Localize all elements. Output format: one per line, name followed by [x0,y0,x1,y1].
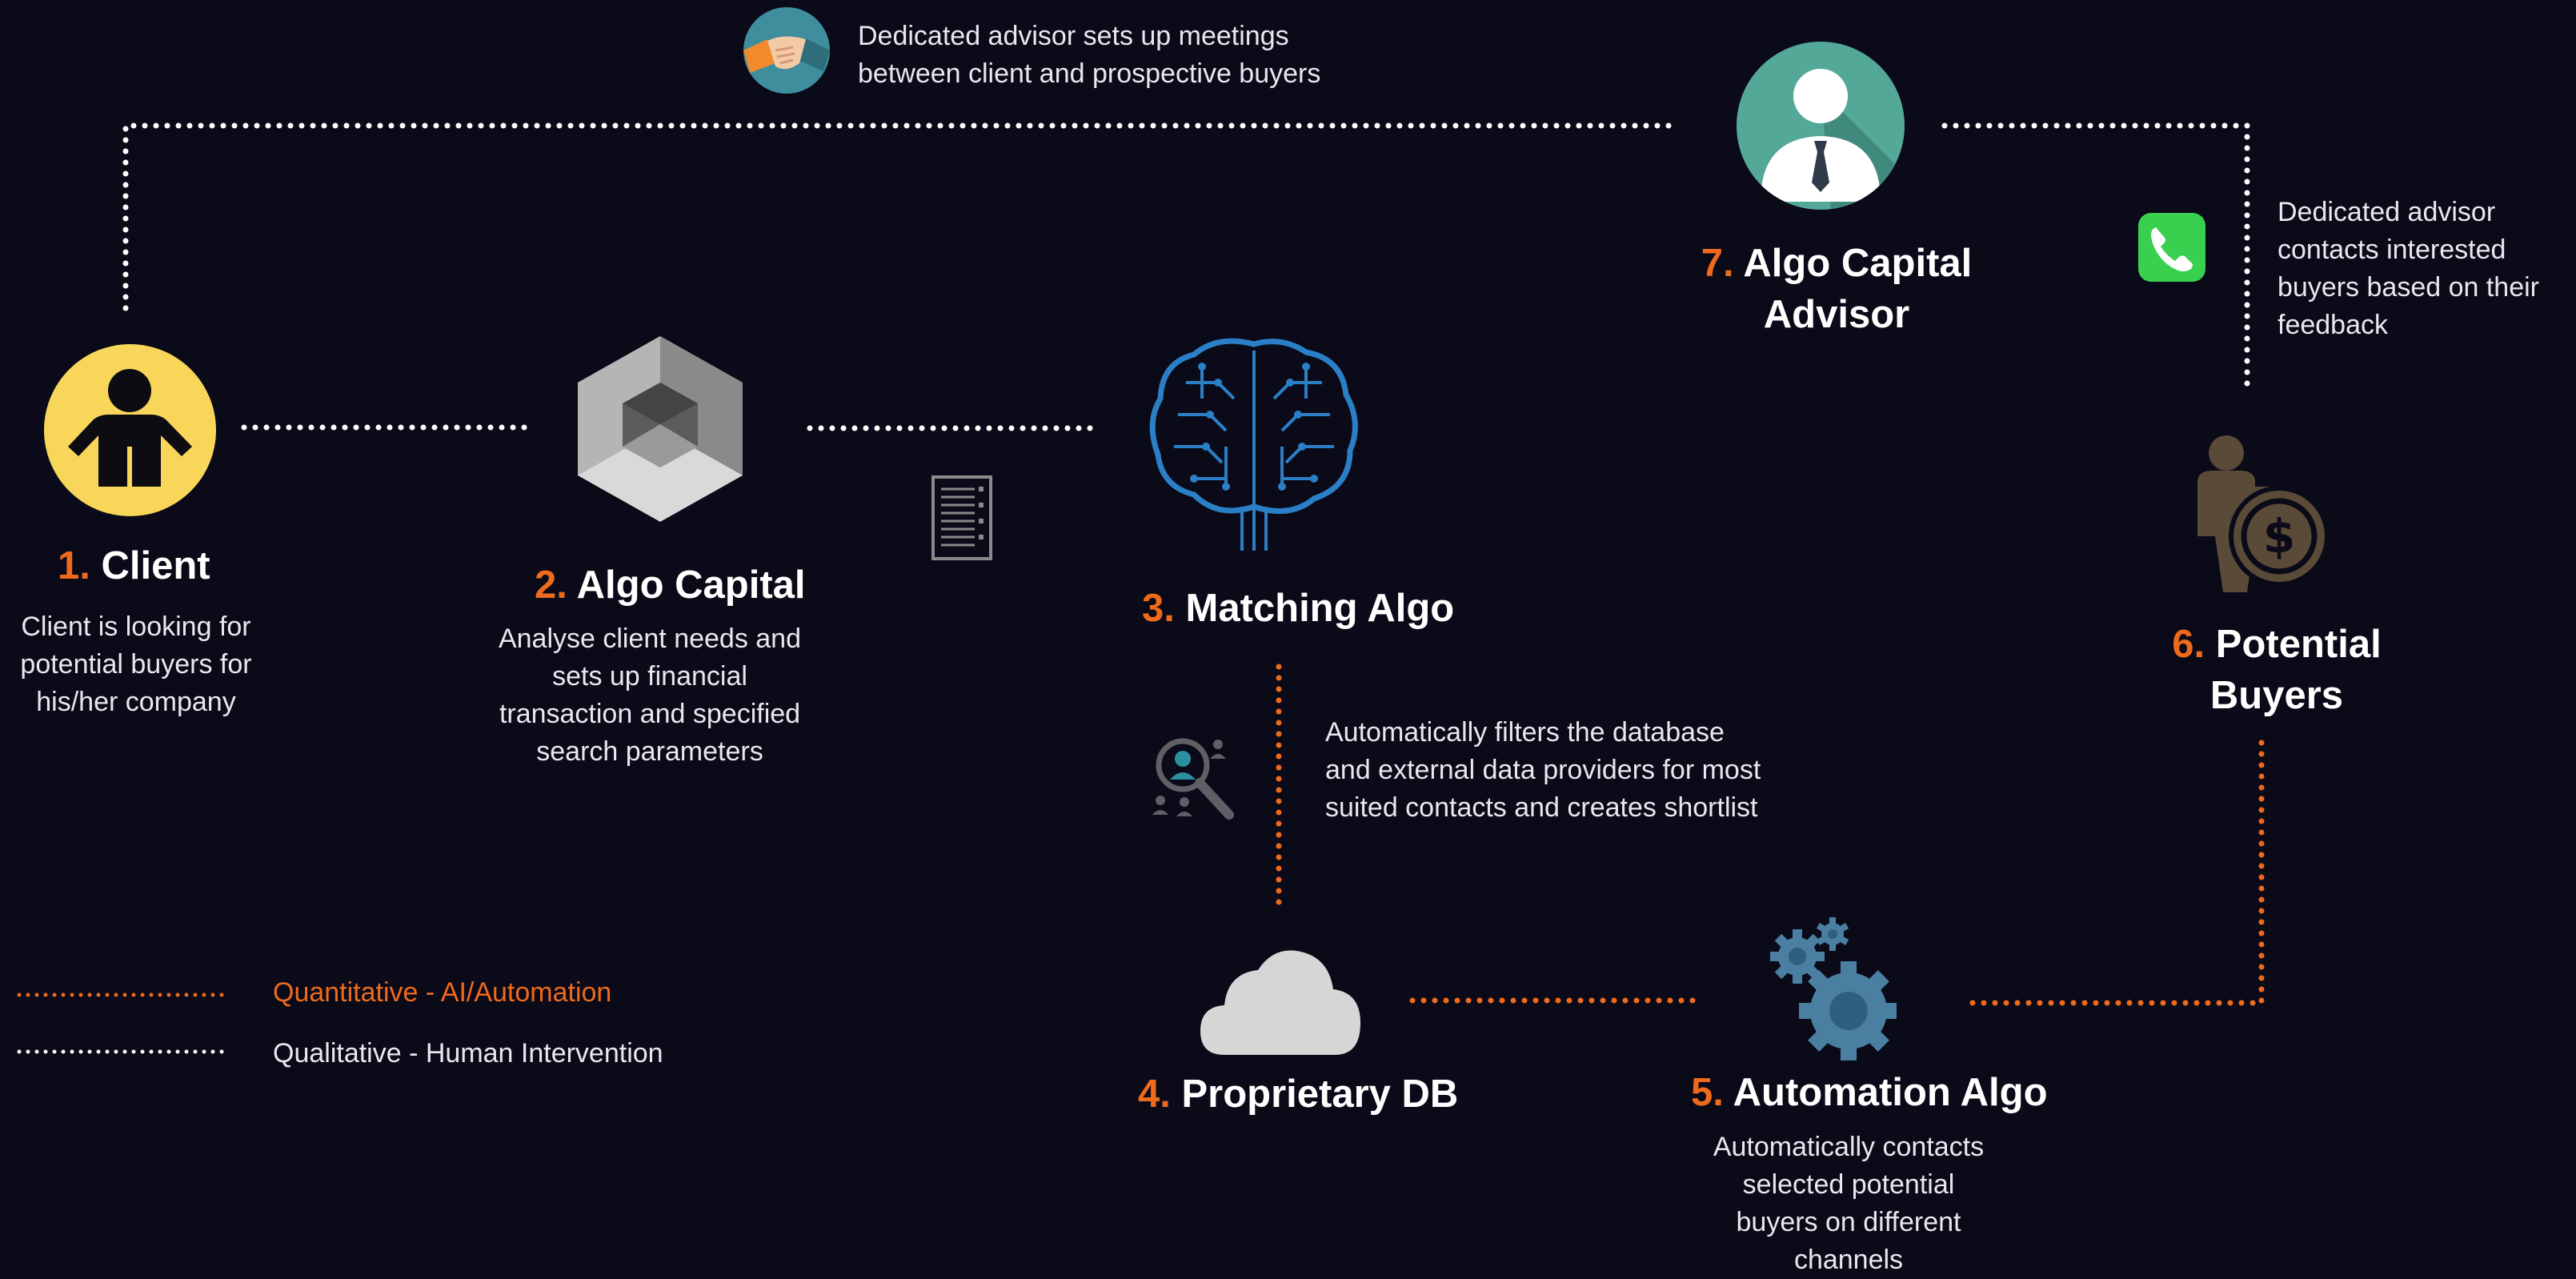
gears-icon [1769,916,1897,1060]
circuit-brain-icon [1146,335,1362,551]
algo-capital-description: Analyse client needs and sets up financi… [498,623,802,767]
handshake-icon [743,7,830,94]
legend-qualitative: Qualitative - Human Intervention [273,1038,663,1069]
potential-buyers-title: 6. Potential Buyers [2172,623,2382,717]
contacts-annotation: Dedicated advisor contacts interested bu… [2278,197,2539,340]
client-description: Client is looking for potential buyers f… [20,611,252,717]
search-people-icon [1149,735,1236,821]
filters-annotation: Automatically filters the database and e… [1325,717,1761,823]
line-automation-buyers [1969,737,2265,1006]
proprietary-db-title: 4. Proprietary DB [1138,1073,1459,1116]
phone-icon [2138,213,2205,282]
svg-text:$: $ [2263,509,2295,563]
hexagon-cube-icon [578,336,743,522]
cloud-icon [1200,948,1360,1055]
advisor-title: 7. Algo Capital Advisor [1701,242,1973,336]
line-client-to-top [122,122,1676,311]
meetings-annotation: Dedicated advisor sets up meetings betwe… [858,21,1321,89]
client-person-icon [44,344,216,516]
client-title: 1. Client [58,544,210,587]
legend-quantitative: Quantitative - AI/Automation [273,977,612,1008]
algo-capital-title: 2. Algo Capital [535,563,806,607]
automation-algo-description: Automatically contacts selected potentia… [1713,1132,1985,1275]
matching-algo-title: 3. Matching Algo [1142,587,1455,630]
automation-algo-title: 5. Automation Algo [1691,1071,2048,1114]
line-advisor-to-buyers [1941,122,2250,391]
investor-money-icon: $ [2191,432,2335,600]
advisor-avatar-icon [1737,42,1905,210]
document-icon [931,475,993,561]
